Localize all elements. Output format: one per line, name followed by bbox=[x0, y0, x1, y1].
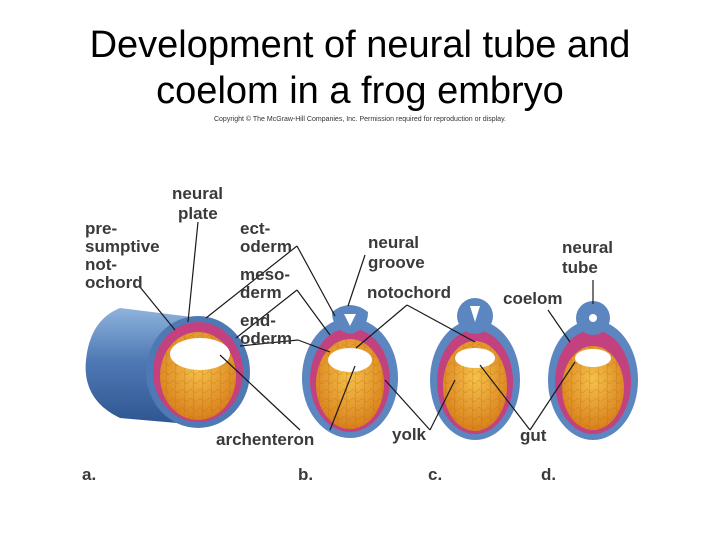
title-line-1: Development of neural tube and bbox=[89, 24, 631, 66]
panel-label-c: c. bbox=[428, 465, 442, 484]
panel-label-b: b. bbox=[298, 465, 313, 484]
label-mesoderm-l2: derm bbox=[240, 283, 282, 302]
label-endoderm-l2: oderm bbox=[240, 329, 292, 348]
label-presumptive-l2: sumptive bbox=[85, 237, 160, 256]
label-neural-groove-l1: neural bbox=[368, 233, 419, 252]
label-neural-tube-l2: tube bbox=[562, 258, 598, 277]
copyright-notice: Copyright © The McGraw-Hill Companies, I… bbox=[213, 116, 506, 123]
page-title: Development of neural tube and coelom in… bbox=[0, 22, 720, 114]
label-ectoderm-l1: ect- bbox=[240, 219, 270, 238]
label-neural-tube-l1: neural bbox=[562, 238, 613, 257]
panel-label-d: d. bbox=[541, 465, 556, 484]
label-presumptive-notochord: pre- sumptive not- ochord bbox=[85, 219, 164, 292]
label-neural-plate: neural plate bbox=[172, 184, 228, 223]
label-neural-plate-l1: neural bbox=[172, 184, 223, 203]
label-ectoderm-l2: oderm bbox=[240, 237, 292, 256]
label-endoderm: end- oderm bbox=[240, 311, 292, 348]
label-coelom: coelom bbox=[503, 289, 563, 308]
label-mesoderm: meso- derm bbox=[240, 265, 295, 302]
label-notochord: notochord bbox=[367, 283, 451, 302]
label-presumptive-l1: pre- bbox=[85, 219, 117, 238]
embryo-stage-c bbox=[430, 298, 520, 440]
title-line-2: coelom in a frog embryo bbox=[156, 70, 564, 112]
label-ectoderm: ect- oderm bbox=[240, 219, 292, 256]
embryo-stage-a bbox=[85, 308, 250, 428]
embryo-stage-d bbox=[548, 301, 638, 440]
label-archenteron: archenteron bbox=[216, 430, 314, 449]
label-neural-plate-l2: plate bbox=[178, 204, 218, 223]
label-gut: gut bbox=[520, 426, 547, 445]
label-yolk: yolk bbox=[392, 425, 427, 444]
label-presumptive-l3: not- bbox=[85, 255, 117, 274]
label-presumptive-l4: ochord bbox=[85, 273, 143, 292]
label-endoderm-l1: end- bbox=[240, 311, 276, 330]
label-mesoderm-l1: meso- bbox=[240, 265, 290, 284]
label-neural-groove: neural groove bbox=[368, 233, 425, 272]
panel-label-a: a. bbox=[82, 465, 96, 484]
label-neural-groove-l2: groove bbox=[368, 253, 425, 272]
leader-lines bbox=[139, 221, 594, 431]
label-neural-tube: neural tube bbox=[562, 238, 618, 277]
